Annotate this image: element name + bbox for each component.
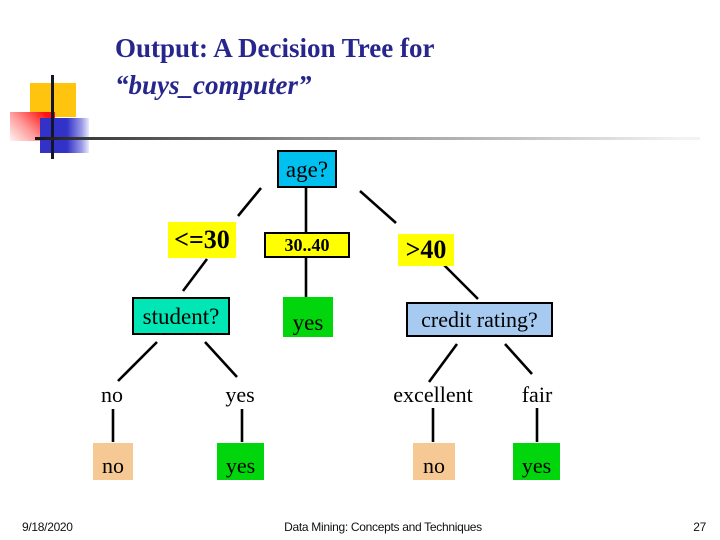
slide-title: Output: A Decision Tree for “buys_comput… [115, 30, 545, 104]
edge-value-yes: yes [225, 382, 255, 407]
edge-value-excellent: excellent [393, 382, 473, 407]
footer-book-title: Data Mining: Concepts and Techniques [284, 520, 482, 534]
slide-title-line2: “buys_computer” [115, 70, 312, 100]
decoration-horizontal-rule [35, 137, 700, 140]
tree-node-student: student? [132, 297, 230, 335]
leaf-node-credit-yes: yes [513, 443, 560, 480]
edge-credit-fair [504, 343, 533, 375]
leaf-node-yes-middle: yes [283, 297, 333, 337]
edge-age-gt40 [359, 190, 397, 224]
footer-date: 9/18/2020 [22, 520, 73, 534]
slide-title-line1: Output: A Decision Tree for [115, 33, 435, 63]
leaf-node-student-no: no [93, 443, 133, 480]
edge-value-no: no [101, 382, 123, 407]
branch-label-gt40: >40 [398, 234, 454, 266]
edge-student-yes [204, 341, 238, 378]
edge-le30-student [181, 258, 209, 292]
edge-gt40-credit [442, 263, 479, 300]
edge-student-no [117, 341, 158, 382]
edge-credit-excellent [427, 343, 459, 383]
leaf-node-credit-no: no [413, 443, 455, 480]
branch-label-le30: <=30 [168, 222, 236, 258]
footer-page-number: 27 [693, 520, 706, 534]
branch-label-3040: 30..40 [264, 232, 350, 258]
edge-age-le30 [236, 187, 263, 217]
decoration-blue-square [40, 118, 89, 153]
edge-value-fair: fair [521, 382, 553, 407]
tree-node-age: age? [277, 150, 337, 188]
leaf-node-student-yes: yes [217, 443, 264, 480]
tree-node-credit-rating: credit rating? [406, 302, 553, 337]
decoration-vertical-line [51, 75, 54, 159]
